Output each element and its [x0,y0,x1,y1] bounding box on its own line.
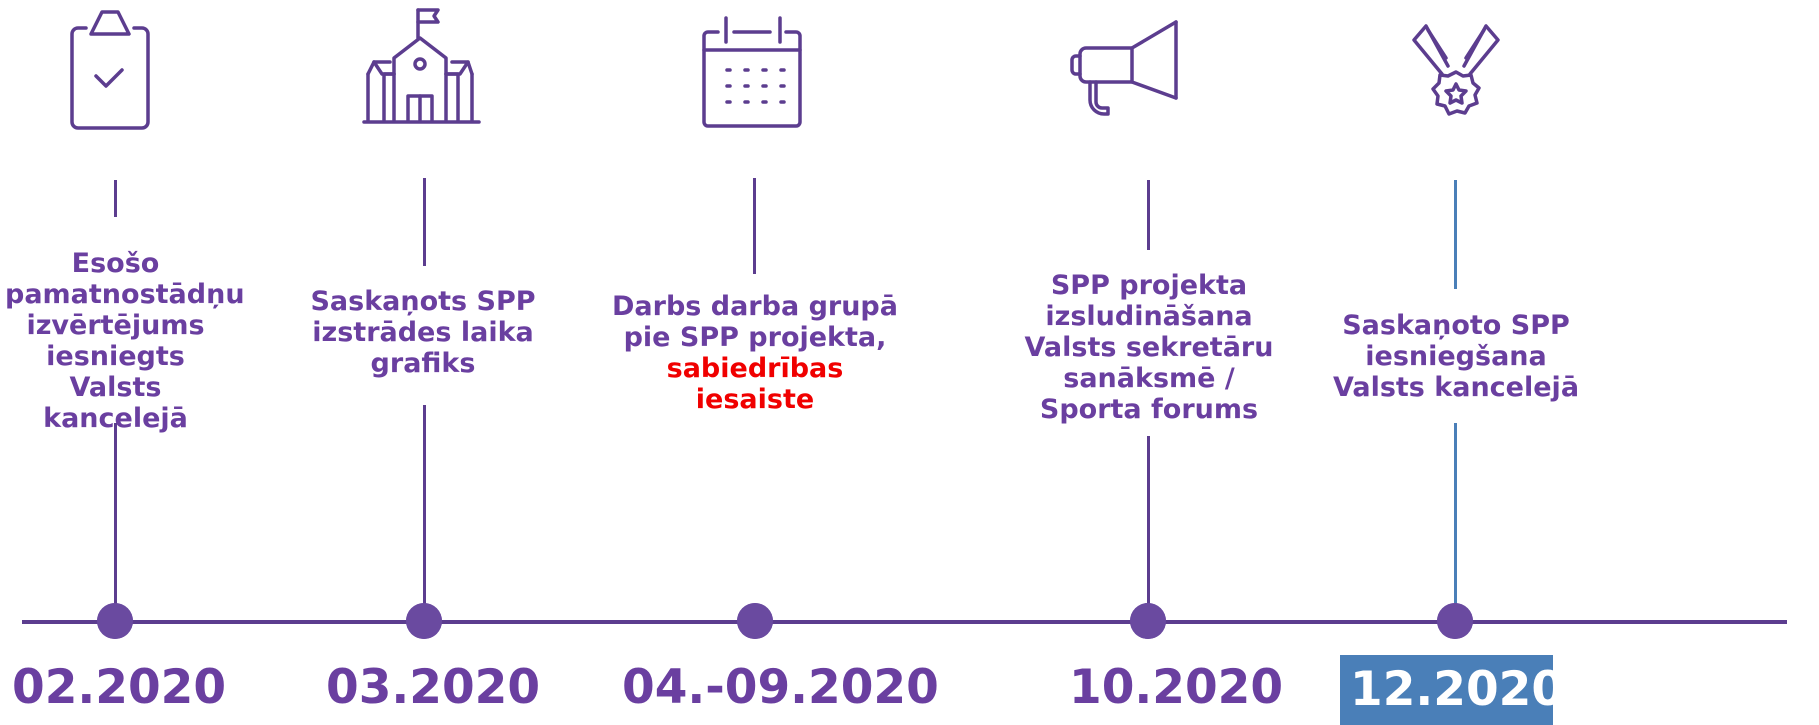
connector-line-top [114,180,117,217]
milestone-date: 04.-09.2020 [622,660,939,715]
timeline-dot [1130,603,1166,639]
timeline-dot [737,603,773,639]
connector-line-bottom [1454,423,1457,620]
timeline-dot [1437,603,1473,639]
connector-line-top [753,178,756,274]
milestone-label: Esošo pamatnostādņu izvērtējums iesniegt… [5,248,245,434]
timeline-axis [22,620,1787,624]
connector-line-top [423,178,426,266]
milestone-date-highlighted: 12.2020 [1340,655,1564,725]
milestone-label: Saskaņoto SPP iesniegšana Valsts kancele… [1332,310,1580,403]
timeline-dot [406,603,442,639]
calendar-icon [702,16,802,128]
milestone-label: Saskaņots SPP izstrādes laika grafiks [310,286,536,379]
connector-line-top [1454,180,1457,289]
connector-line-top [1147,180,1150,250]
clipboard-check-icon [70,10,150,130]
connector-line-bottom [423,405,426,620]
milestone-date: 10.2020 [1069,660,1284,715]
milestone-label: SPP projekta izsludināšana Valsts sekret… [1024,270,1274,425]
milestone-date: 02.2020 [12,660,227,715]
school-building-icon [362,8,481,124]
connector-line-bottom [114,423,117,620]
milestone-label: Darbs darba grupā pie SPP projekta, sabi… [612,291,898,415]
milestone-date: 03.2020 [326,660,541,715]
timeline-dot [97,603,133,639]
medal-icon [1412,24,1500,116]
connector-line-bottom [1147,436,1150,620]
megaphone-icon [1070,20,1178,116]
